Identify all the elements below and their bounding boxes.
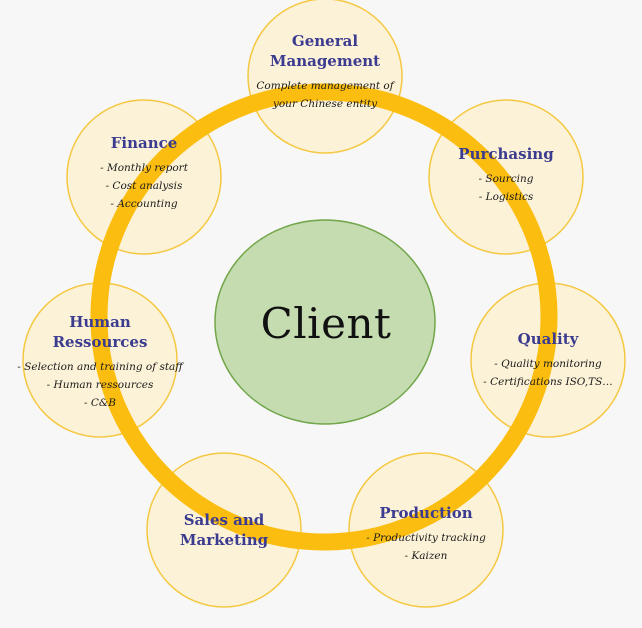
bullet-dash: - (478, 191, 486, 203)
node-item-text: Kaizen (411, 550, 448, 562)
node-item-text: Logistics (485, 191, 534, 203)
node-item: - Logistics (479, 188, 534, 206)
node-item-text: C&B (90, 397, 116, 409)
bullet-dash: - (17, 361, 25, 373)
node-item-list: Complete management of your Chinese entit… (256, 77, 393, 113)
node-item: - Monthly report (100, 159, 188, 177)
node-title: Human Ressources (52, 313, 148, 351)
node-human-ressources: Human Ressources - Selection and training… (17, 284, 182, 440)
center-circle (214, 219, 436, 425)
bullet-dash: - (84, 397, 91, 409)
bullet-dash: - (483, 376, 491, 388)
node-item: your Chinese entity (256, 95, 393, 113)
node-item-text: Certifications ISO,TS… (490, 376, 613, 388)
node-item-text: Complete management of (256, 80, 394, 92)
node-item-list: - Monthly report- Cost analysis- Account… (100, 159, 188, 213)
node-item: - Human ressources (17, 376, 182, 394)
node-purchasing: Purchasing- Sourcing- Logistics (428, 97, 584, 253)
node-item: - Certifications ISO,TS… (483, 373, 613, 391)
node-title: Finance (110, 134, 178, 152)
bullet-dash: - (110, 198, 118, 210)
cycle-ring (90, 83, 558, 551)
node-item: - Selection and training of staff (17, 358, 182, 376)
node-item-text: Human ressources (53, 379, 154, 391)
node-title: Purchasing (458, 145, 554, 163)
node-item: - Productivity tracking (366, 529, 486, 547)
node-item: - Accounting (100, 195, 188, 213)
bullet-dash: - (404, 550, 412, 562)
node-item-list: - Quality monitoring- Certifications ISO… (483, 355, 613, 391)
node-circle-general-management (247, 0, 403, 154)
node-item-text: Accounting (117, 198, 178, 210)
bullet-dash: - (478, 173, 486, 185)
node-item-text: Productivity tracking (373, 532, 486, 544)
bullet-dash: - (105, 180, 113, 192)
node-item: - Cost analysis (100, 177, 188, 195)
node-finance: Finance- Monthly report- Cost analysis- … (66, 95, 222, 251)
node-item-text: Selection and training of staff (24, 361, 183, 373)
node-title: General Management (269, 32, 381, 70)
bullet-dash: - (494, 358, 502, 370)
node-item-list: - Productivity tracking- Kaizen (366, 529, 486, 565)
node-item-text: your Chinese entity (272, 98, 378, 110)
node-item-text: Monthly report (106, 162, 188, 174)
node-item-text: Sourcing (485, 173, 534, 185)
bullet-dash: - (46, 379, 54, 391)
node-title: Sales and Marketing (179, 511, 269, 549)
node-item-text: Quality monitoring (501, 358, 602, 370)
bullet-dash: - (366, 532, 374, 544)
node-item: - C&B (17, 394, 182, 412)
node-production: Production- Productivity tracking- Kaize… (348, 456, 504, 612)
node-item-list: - Sourcing- Logistics (479, 170, 534, 206)
node-item-list: - Selection and training of staff- Human… (17, 358, 182, 412)
node-item: - Sourcing (479, 170, 534, 188)
node-quality: Quality- Quality monitoring- Certificati… (470, 282, 626, 438)
node-title: Quality (517, 330, 579, 348)
center-label: Client (260, 298, 392, 348)
node-sales-marketing: Sales and Marketing (146, 452, 302, 608)
node-item-text: Cost analysis (112, 180, 183, 192)
node-item: - Quality monitoring (483, 355, 613, 373)
node-title: Production (379, 504, 473, 522)
node-item: - Kaizen (366, 547, 486, 565)
bullet-dash: - (100, 162, 107, 174)
node-item: Complete management of (256, 77, 393, 95)
